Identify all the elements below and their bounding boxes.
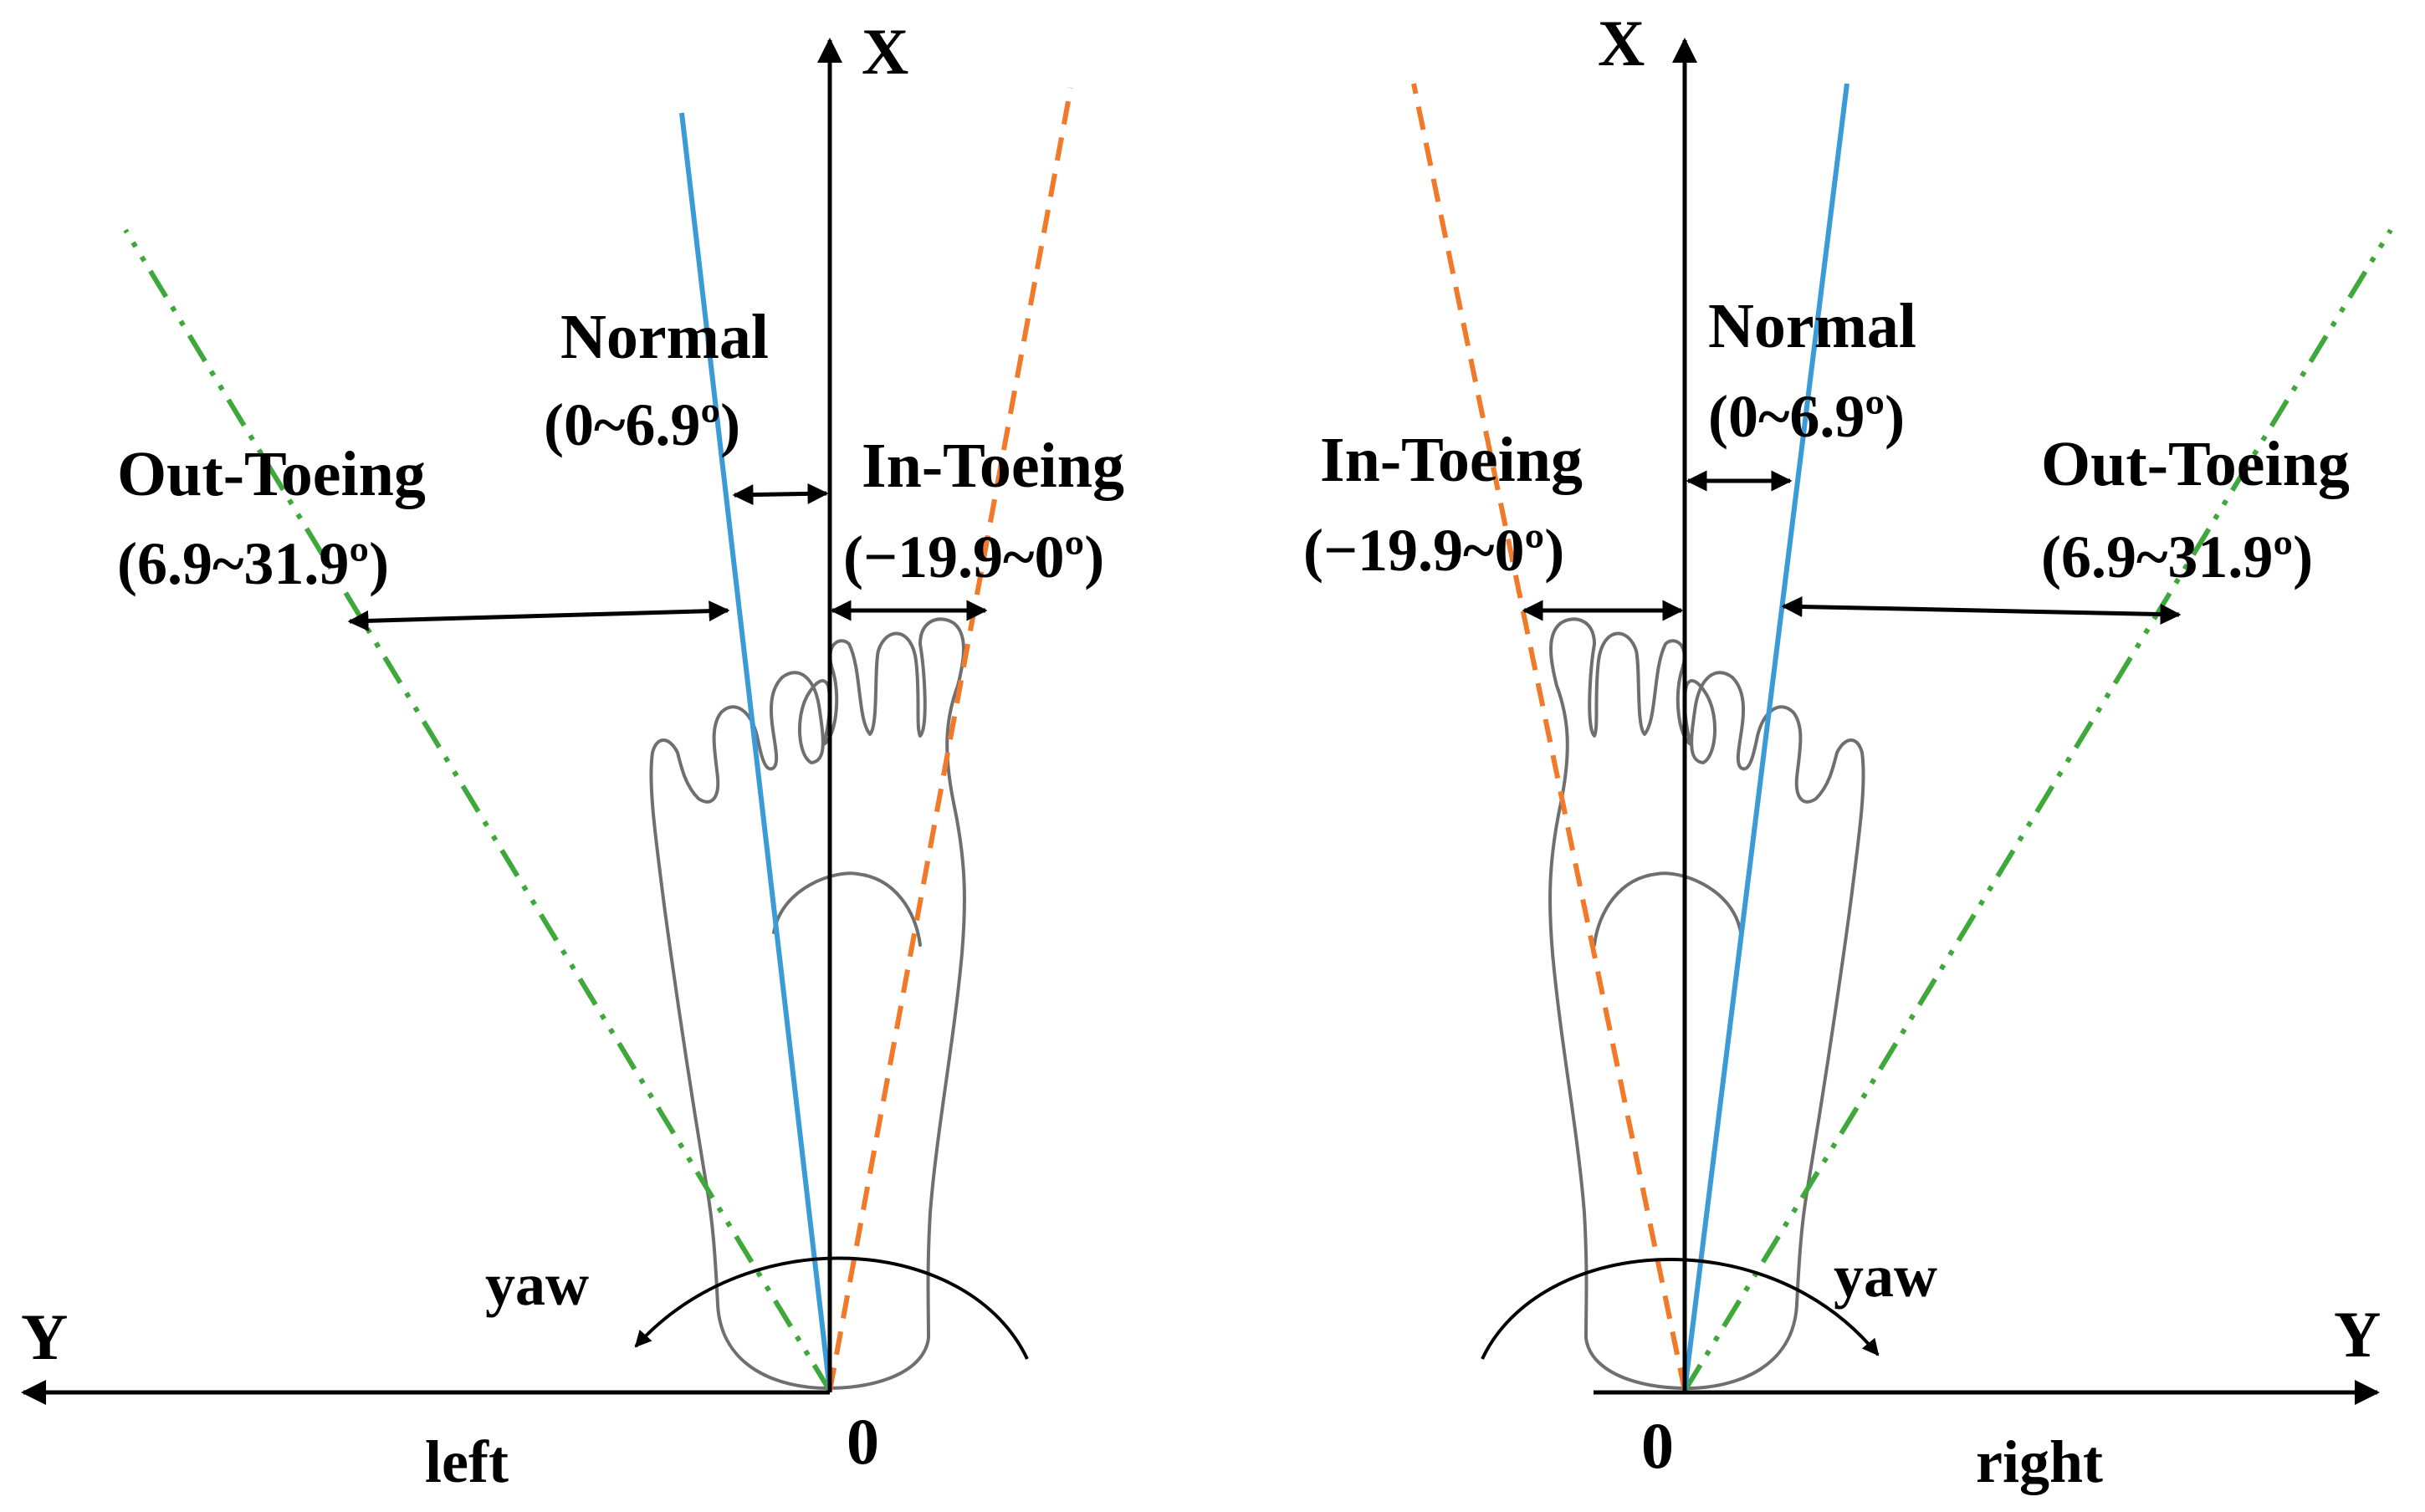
left-out-toeing-line <box>123 228 832 1392</box>
left-normal-line <box>679 112 832 1392</box>
right-in-toeing-line <box>1411 83 1687 1392</box>
left-normal-label: Normal <box>560 302 769 372</box>
left-panel: X Y 0 left yaw Normal (0~6.9º) In-Toeing… <box>20 15 1124 1495</box>
left-in-toeing-label: In-Toeing <box>862 431 1124 501</box>
left-x-axis-label: X <box>862 15 908 88</box>
left-side-label: left <box>425 1428 509 1495</box>
right-x-axis-label: X <box>1598 7 1645 79</box>
left-foot-outline <box>649 617 966 1390</box>
right-y-axis-label: Y <box>2334 1298 2381 1371</box>
right-out-toeing-dimension-arrow <box>1781 595 2182 626</box>
right-normal-line <box>1682 83 1849 1392</box>
left-y-axis-label: Y <box>21 1300 68 1373</box>
left-normal-range: (0~6.9º) <box>544 391 740 458</box>
left-out-toeing-label: Out-Toeing <box>117 439 426 509</box>
right-in-toeing-label: In-Toeing <box>1320 425 1583 495</box>
right-foot-outline <box>1548 617 1865 1390</box>
right-yaw-label: yaw <box>1834 1243 1937 1310</box>
right-origin-label: 0 <box>1641 1409 1674 1482</box>
right-yaw-arc <box>1481 1258 1880 1360</box>
left-in-toeing-line <box>827 87 1073 1392</box>
right-side-label: right <box>1976 1428 2103 1495</box>
left-yaw-arc <box>634 1256 1029 1360</box>
right-in-toeing-range: (−19.9~0º) <box>1303 517 1564 584</box>
right-out-toeing-line <box>1682 228 2393 1392</box>
right-out-toeing-label: Out-Toeing <box>2041 429 2350 499</box>
left-origin-label: 0 <box>847 1405 879 1478</box>
right-normal-label: Normal <box>1708 291 1916 361</box>
right-normal-range: (0~6.9º) <box>1708 383 1905 450</box>
left-normal-dimension-arrow <box>732 483 829 506</box>
left-out-toeing-range: (6.9~31.9º) <box>117 530 389 597</box>
left-in-toeing-range: (−19.9~0º) <box>843 524 1104 590</box>
right-panel: X Y 0 right yaw Normal (0~6.9º) In-Toein… <box>1303 7 2393 1495</box>
left-out-toeing-dimension-arrow <box>347 600 730 631</box>
right-out-toeing-range: (6.9~31.9º) <box>2041 524 2313 590</box>
left-yaw-label: yaw <box>485 1251 589 1318</box>
